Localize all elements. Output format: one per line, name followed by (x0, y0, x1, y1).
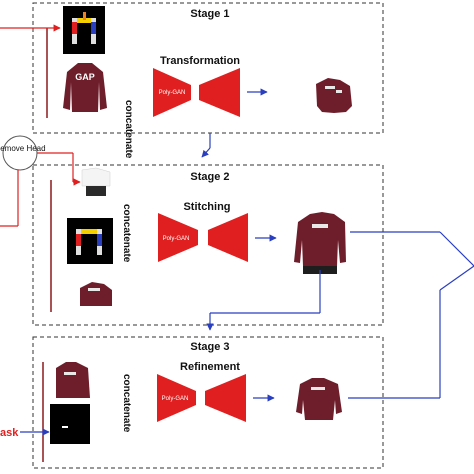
svg-text:Poly-GAN: Poly-GAN (159, 90, 186, 96)
stage-3-stitched-person (56, 362, 90, 398)
stage-1-to-stage-2-arrow-b (201, 147, 211, 158)
svg-text:Poly-GAN: Poly-GAN (162, 396, 189, 402)
stage-1-operation: Transformation (160, 55, 240, 67)
stage-2-transformed-garment (80, 282, 112, 306)
stage-2-operation: Stitching (183, 201, 230, 213)
headless-person-image (81, 167, 111, 196)
pose-map-input (63, 6, 105, 54)
stage-1-output-image (316, 78, 352, 113)
stage-1-poly-gan: Poly-GAN (153, 68, 240, 117)
stage-3-mask (50, 404, 90, 444)
mask-input-label: ask (0, 427, 19, 439)
stage-3-output-image (296, 378, 342, 420)
svg-text:GAP: GAP (75, 72, 95, 82)
svg-text:Poly-GAN: Poly-GAN (163, 236, 190, 242)
stage-3-box (32, 336, 384, 469)
stage-3-poly-gan: Poly-GAN (157, 374, 246, 422)
stage-2-output-right-down (439, 231, 474, 267)
stage-2-output-image (294, 212, 346, 274)
svg-text:Remove Head: Remove Head (0, 144, 46, 153)
stage-2-pose-map (67, 218, 113, 264)
stage-2-concat-label: concatenate (121, 204, 132, 263)
stage-3-operation: Refinement (180, 361, 240, 373)
stage-2-box (32, 164, 384, 326)
stage-2-title: Stage 2 (190, 171, 229, 183)
stage-1-concat-label: concatenate (123, 100, 134, 159)
stage-3-title: Stage 3 (190, 341, 229, 353)
stage-1-box (32, 2, 384, 134)
stage-1-title: Stage 1 (190, 8, 229, 20)
stage-2-poly-gan: Poly-GAN (158, 213, 248, 262)
garment-image: GAP (63, 63, 107, 112)
stage-3-concat-label: concatenate (121, 374, 132, 433)
stage-3-output-right-out (439, 265, 474, 291)
